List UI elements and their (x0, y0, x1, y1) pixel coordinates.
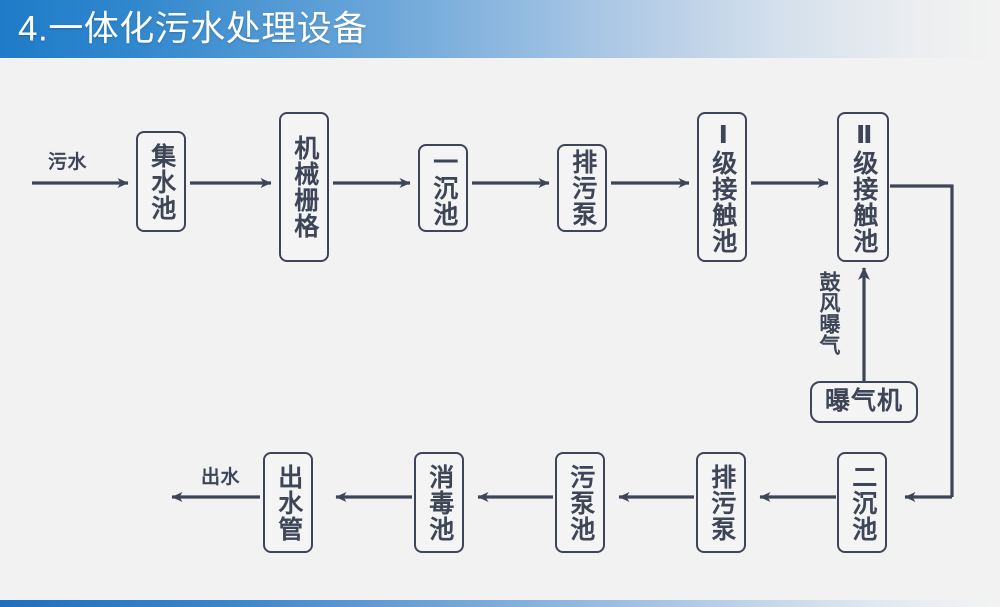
node-disinfection-tank[interactable]: 消毒池 (414, 452, 464, 553)
node-disinfection-tank-label: 消毒池 (425, 463, 454, 542)
node-sludge-pump-tank[interactable]: 污泵池 (555, 452, 605, 553)
node-contact-tank-2-label: Ⅱ级接触池 (849, 120, 878, 254)
node-contact-tank-1[interactable]: Ⅰ级接触池 (697, 112, 747, 262)
node-sewage-pump-2-label: 排污泵 (707, 463, 736, 542)
node-collection-tank-label: 集水池 (147, 142, 176, 221)
footer-accent-bar (0, 600, 1000, 607)
node-mechanical-grating-label: 机械栅格 (290, 135, 319, 239)
node-sewage-pump-1[interactable]: 排污泵 (557, 144, 607, 232)
page-header: 4.一体化污水处理设备 (0, 0, 1000, 58)
node-outlet-pipe[interactable]: 出水管 (263, 452, 313, 553)
flow-diagram: 污水 出水 鼓风曝气 集水池 机械栅格 一沉池 排污泵 Ⅰ级接触池 Ⅱ级接触池 … (0, 58, 1000, 600)
node-contact-tank-2[interactable]: Ⅱ级接触池 (837, 112, 889, 262)
node-secondary-settler-label: 二沉池 (848, 463, 877, 542)
node-secondary-settler[interactable]: 二沉池 (837, 452, 887, 553)
node-primary-settler-label: 一沉池 (429, 149, 458, 227)
node-sewage-pump-2[interactable]: 排污泵 (696, 452, 746, 553)
node-primary-settler[interactable]: 一沉池 (418, 144, 468, 232)
node-mechanical-grating[interactable]: 机械栅格 (279, 112, 329, 262)
node-collection-tank[interactable]: 集水池 (136, 131, 186, 232)
connector-contact2-to-secondary (890, 184, 954, 497)
node-aerator-label: 曝气机 (824, 387, 903, 416)
node-sewage-pump-1-label: 排污泵 (568, 149, 597, 227)
node-aerator[interactable]: 曝气机 (810, 381, 918, 423)
node-sludge-pump-tank-label: 污泵池 (566, 463, 595, 542)
outlet-label: 出水 (201, 467, 241, 488)
page-title: 4.一体化污水处理设备 (18, 9, 368, 49)
node-outlet-pipe-label: 出水管 (274, 463, 303, 542)
node-contact-tank-1-label: Ⅰ级接触池 (708, 120, 737, 254)
connector-layer (32, 178, 954, 502)
inlet-label: 污水 (48, 152, 88, 173)
aeration-label: 鼓风曝气 (817, 271, 840, 355)
